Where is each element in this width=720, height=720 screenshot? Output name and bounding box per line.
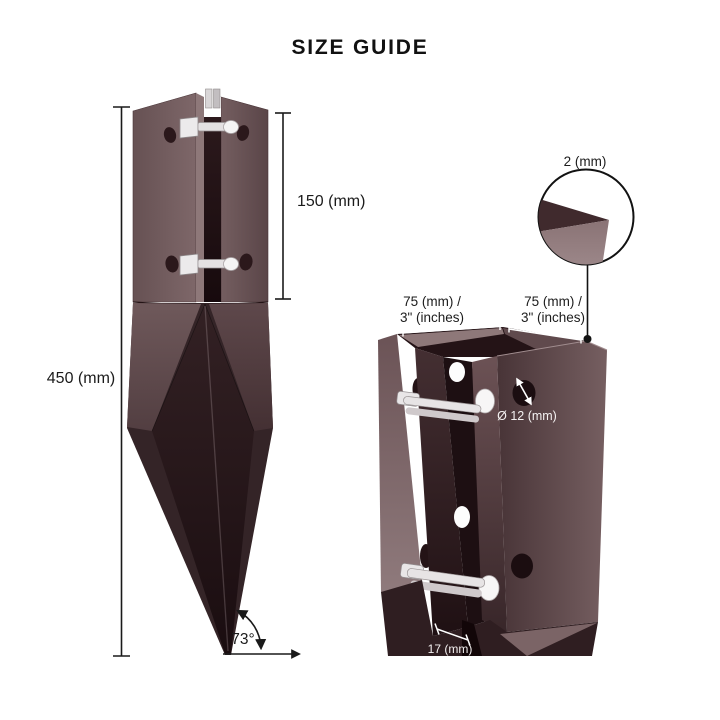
- bolt-bottom: [179, 253, 239, 276]
- slot-width-label: 17 (mm): [428, 642, 473, 656]
- bracket-inner-left-lit: [399, 328, 504, 347]
- tip-angle-label: 73°: [231, 631, 254, 648]
- bolt-hole: [165, 255, 179, 273]
- bracket-inner-tab: [205, 88, 213, 109]
- sheet-edge-dark: [538, 198, 609, 232]
- bracket-detail-view: Ø 12 (mm) 17 (mm) 75 (mm) / 3" (inches) …: [378, 154, 635, 656]
- through-hole-light: [454, 506, 470, 528]
- leader-dot: [583, 335, 592, 343]
- bolt-top: [179, 116, 239, 139]
- tip-angle-arc: [236, 609, 267, 651]
- spike-side-view: 450 (mm) 150 (mm) 73°: [47, 88, 365, 659]
- tip-angle-dimension: 73°: [223, 609, 301, 659]
- post-width-label-left: 75 (mm) / 3" (inches): [400, 294, 464, 325]
- spike-lit-facet: [500, 623, 597, 656]
- spike-front-slit: [462, 620, 482, 656]
- bracket-height-dimension: 150 (mm): [275, 112, 365, 300]
- hole-diameter-label: Ø 12 (mm): [497, 409, 557, 423]
- svg-text:75 (mm) /: 75 (mm) /: [403, 294, 461, 309]
- spike-left-facet: [127, 303, 201, 431]
- spike-facet-edges: [151, 303, 255, 432]
- bolt-hole: [511, 553, 533, 579]
- slot-width-dimension: 17 (mm): [428, 623, 473, 656]
- svg-text:3" (inches): 3" (inches): [521, 310, 585, 325]
- overall-height-dimension: 450 (mm): [47, 106, 130, 657]
- page-title: SIZE GUIDE: [291, 36, 429, 59]
- hole-diameter-dimension: Ø 12 (mm): [497, 377, 557, 423]
- bracket-left-flange: [196, 93, 204, 302]
- overall-height-label: 450 (mm): [47, 370, 115, 387]
- through-hole-light: [449, 362, 465, 382]
- spike-right-facet: [209, 303, 273, 431]
- spike-top-section: [381, 580, 598, 656]
- svg-text:75 (mm) /: 75 (mm) /: [524, 294, 582, 309]
- spike-center-facet: [152, 304, 254, 654]
- bracket-channel: [204, 97, 221, 302]
- bolt-top: [396, 390, 482, 423]
- bracket-right-face: [496, 340, 608, 632]
- post-width-label-right: 75 (mm) / 3" (inches): [521, 294, 585, 325]
- post-width-dimension-lines: [402, 323, 582, 344]
- spike-bracket: [132, 88, 269, 306]
- bracket-outer-left-wall: [378, 334, 422, 593]
- bracket-front-left-plate: [415, 348, 468, 636]
- bracket-height-label: 150 (mm): [297, 193, 365, 210]
- bolt-hole: [239, 253, 253, 271]
- bracket-inner-tab: [213, 88, 221, 109]
- bracket-front-flange: [472, 356, 507, 632]
- svg-text:3" (inches): 3" (inches): [400, 310, 464, 325]
- spike-ridge-highlight: [204, 305, 229, 652]
- bolt-bottom: [400, 563, 486, 598]
- bolt-hole: [163, 127, 177, 143]
- spike-body: [127, 303, 273, 655]
- wall-thickness-label: 2 (mm): [564, 154, 607, 169]
- bracket-cavity: [443, 357, 490, 627]
- wall-thickness-detail: 2 (mm): [537, 154, 635, 343]
- bolt-hole: [236, 125, 250, 141]
